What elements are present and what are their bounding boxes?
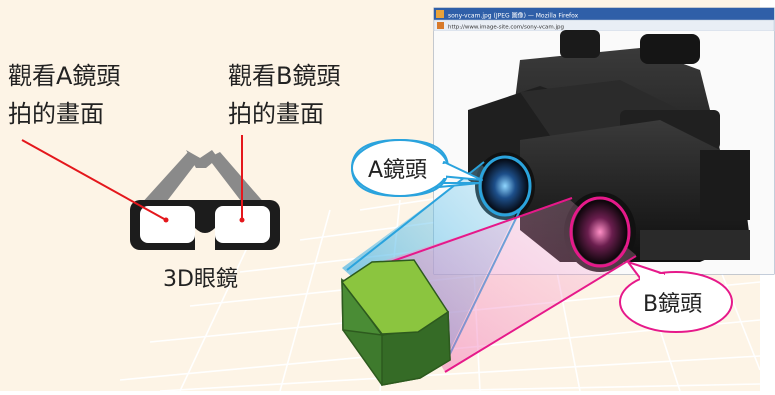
window-address: http://www.image-site.com/sony-vcam.jpg bbox=[448, 25, 564, 31]
lens-b-callout: B鏡頭 bbox=[619, 261, 733, 333]
lens-a-callout: A鏡頭 bbox=[350, 138, 483, 198]
view-b-label-line2: 拍的畫面 bbox=[228, 100, 324, 128]
window-title: sony-vcam.jpg (JPEG 圖像) — Mozilla Firefo… bbox=[448, 12, 579, 20]
lens-b-label: B鏡頭 bbox=[643, 292, 702, 317]
view-a-label-line1: 觀看A鏡頭 bbox=[8, 62, 120, 90]
hexagonal-prism-object bbox=[340, 259, 451, 386]
glasses-label: 3D眼鏡 bbox=[163, 267, 238, 292]
lens-b bbox=[569, 196, 631, 268]
window-titlebar bbox=[434, 8, 774, 20]
label-a-leader bbox=[21, 139, 167, 221]
view-b-label-line1: 觀看B鏡頭 bbox=[228, 62, 340, 90]
view-a-label-line2: 拍的畫面 bbox=[8, 100, 104, 128]
lens-a-label: A鏡頭 bbox=[368, 158, 427, 183]
3d-glasses-icon bbox=[130, 150, 280, 250]
lens-a bbox=[478, 155, 532, 217]
